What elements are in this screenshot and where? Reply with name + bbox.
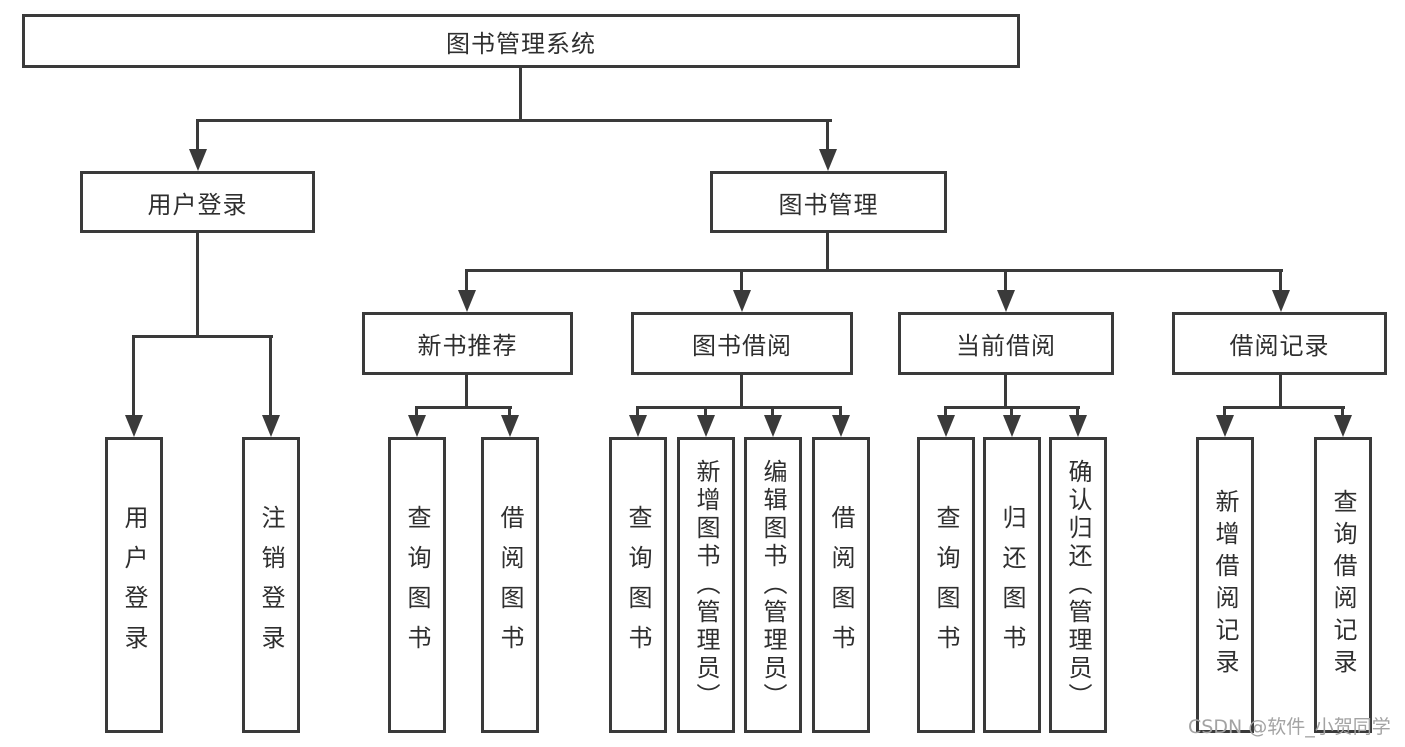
node-label: 当前借阅 [956, 332, 1056, 360]
connector-line [132, 335, 135, 419]
arrowhead-down-icon [937, 415, 955, 437]
leaf-add-books-admin: 新增图书（管理员） [677, 437, 735, 733]
connector-line [1004, 375, 1007, 408]
connector-line [826, 119, 829, 153]
leaf-query-books-borrowing: 查询图书 [609, 437, 667, 733]
node-root-library-system: 图书管理系统 [22, 14, 1020, 68]
node-label: 图书借阅 [692, 332, 792, 360]
arrowhead-down-icon [501, 415, 519, 437]
connector-line [826, 233, 829, 272]
connector-line [508, 406, 511, 418]
node-book-management: 图书管理 [710, 171, 947, 233]
node-label: 确认归还（管理员） [1064, 459, 1092, 711]
connector-line [269, 335, 272, 419]
connector-line [740, 269, 743, 294]
node-label: 图书管理系统 [446, 29, 596, 58]
leaf-borrow-books: 借阅图书 [812, 437, 870, 733]
connector-line [1341, 406, 1344, 418]
connector-line [636, 406, 841, 409]
node-current-borrowing: 当前借阅 [898, 312, 1114, 375]
connector-line [1279, 375, 1282, 408]
node-label: 用户登录 [120, 505, 148, 665]
arrowhead-down-icon [1069, 415, 1087, 437]
arrowhead-down-icon [733, 290, 751, 312]
leaf-logout: 注销登录 [242, 437, 300, 733]
connector-line [465, 375, 468, 408]
node-label: 借阅图书 [827, 505, 855, 665]
connector-line [771, 406, 774, 418]
node-book-borrowing: 图书借阅 [631, 312, 853, 375]
node-label: 查询图书 [624, 505, 652, 665]
node-label: 新书推荐 [417, 332, 518, 360]
leaf-return-books: 归还图书 [983, 437, 1041, 733]
connector-line [196, 119, 199, 153]
connector-line [636, 406, 639, 418]
connector-line [519, 68, 522, 121]
csdn-watermark: CSDN @软件_小贺同学 [1188, 716, 1391, 738]
arrowhead-down-icon [458, 290, 476, 312]
node-user-login: 用户登录 [80, 171, 315, 233]
connector-line [740, 375, 743, 408]
arrowhead-down-icon [1003, 415, 1021, 437]
node-label: 归还图书 [998, 505, 1026, 665]
connector-line [415, 406, 418, 418]
arrowhead-down-icon [408, 415, 426, 437]
node-label: 查询图书 [403, 505, 431, 665]
node-label: 注销登录 [257, 505, 285, 665]
node-label: 借阅记录 [1229, 332, 1330, 360]
node-label: 借阅图书 [496, 505, 524, 665]
connector-line [465, 269, 1283, 272]
arrowhead-down-icon [1334, 415, 1352, 437]
node-label: 新增图书（管理员） [692, 459, 720, 711]
connector-line [704, 406, 707, 418]
node-label: 新增借阅记录 [1211, 489, 1239, 681]
connector-line [465, 269, 468, 294]
connector-line [944, 406, 947, 418]
arrowhead-down-icon [262, 415, 280, 437]
arrowhead-down-icon [997, 290, 1015, 312]
arrowhead-down-icon [832, 415, 850, 437]
connector-line [1004, 269, 1007, 294]
arrowhead-down-icon [764, 415, 782, 437]
leaf-borrow-books-recommend: 借阅图书 [481, 437, 539, 733]
arrowhead-down-icon [819, 149, 837, 171]
connector-line [1223, 406, 1345, 409]
node-label: 查询图书 [932, 505, 960, 665]
connector-line [1076, 406, 1079, 418]
leaf-edit-books-admin: 编辑图书（管理员） [744, 437, 802, 733]
connector-line [132, 335, 273, 338]
leaf-query-books-current: 查询图书 [917, 437, 975, 733]
connector-line [1223, 406, 1226, 418]
leaf-user-login: 用户登录 [105, 437, 163, 733]
arrowhead-down-icon [1216, 415, 1234, 437]
node-label: 图书管理 [778, 190, 879, 219]
node-label: 用户登录 [147, 190, 248, 219]
leaf-add-borrow-record: 新增借阅记录 [1196, 437, 1254, 733]
connector-line [196, 119, 832, 122]
node-new-book-recommend: 新书推荐 [362, 312, 573, 375]
connector-line [415, 406, 512, 409]
connector-line [196, 233, 199, 337]
connector-line [1279, 269, 1282, 294]
arrowhead-down-icon [125, 415, 143, 437]
arrowhead-down-icon [697, 415, 715, 437]
connector-line [1010, 406, 1013, 418]
node-label: 编辑图书（管理员） [759, 459, 787, 711]
leaf-query-books-recommend: 查询图书 [388, 437, 446, 733]
arrowhead-down-icon [189, 149, 207, 171]
leaf-query-borrow-record: 查询借阅记录 [1314, 437, 1372, 733]
connector-line [839, 406, 842, 418]
leaf-confirm-return-admin: 确认归还（管理员） [1049, 437, 1107, 733]
node-borrowing-records: 借阅记录 [1172, 312, 1387, 375]
arrowhead-down-icon [629, 415, 647, 437]
arrowhead-down-icon [1272, 290, 1290, 312]
node-label: 查询借阅记录 [1329, 489, 1357, 681]
